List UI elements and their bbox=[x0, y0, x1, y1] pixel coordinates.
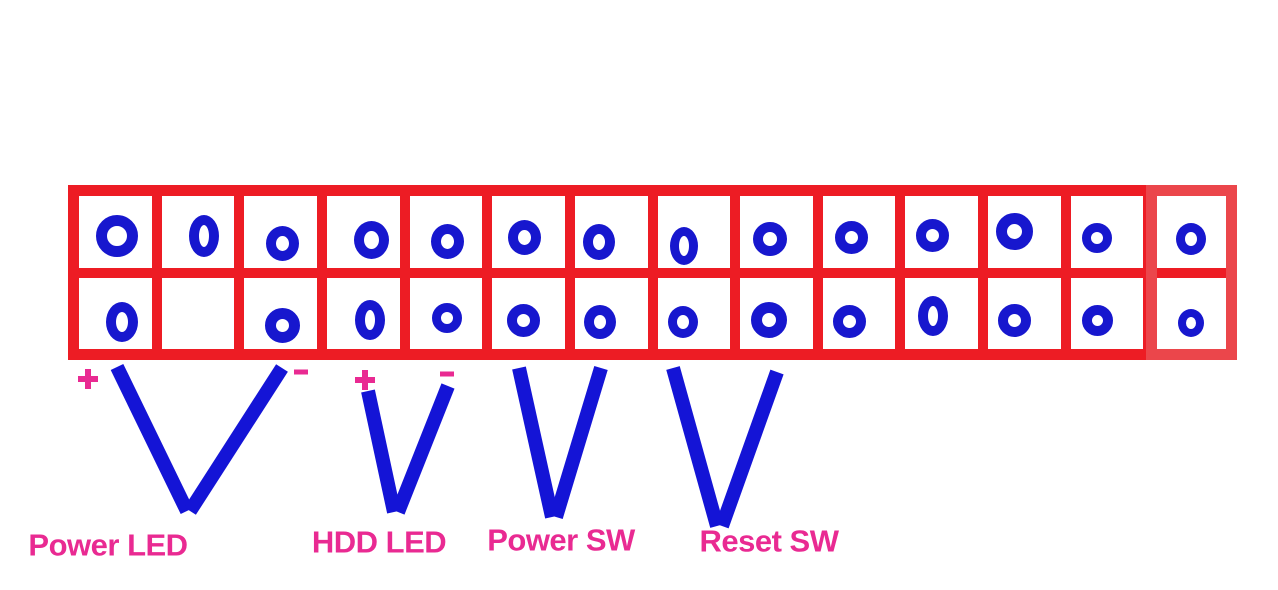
pin-cell bbox=[492, 277, 565, 349]
pin-hole-icon bbox=[583, 223, 616, 260]
pin-cell bbox=[574, 196, 648, 268]
pin-cell bbox=[657, 277, 731, 349]
pin-cell bbox=[409, 277, 483, 349]
pin-hole-icon bbox=[353, 220, 389, 259]
pin-cell bbox=[988, 196, 1061, 268]
pin-cell bbox=[905, 196, 979, 268]
pin-hole-icon bbox=[1081, 304, 1113, 336]
pin-hole-icon bbox=[997, 303, 1031, 337]
pin-cell bbox=[79, 196, 152, 268]
pin-cell bbox=[409, 196, 483, 268]
connector-wire bbox=[110, 363, 194, 515]
connector-label: HDD LED bbox=[311, 524, 447, 560]
pin-hole-icon bbox=[995, 213, 1033, 251]
pin-cell bbox=[905, 277, 979, 349]
connector-wire bbox=[512, 366, 559, 519]
pin-hole-icon bbox=[96, 214, 139, 257]
pin-cell bbox=[244, 196, 317, 268]
connector-label: Reset SW bbox=[699, 523, 839, 559]
connector-wire bbox=[715, 369, 784, 529]
pin-cell bbox=[822, 196, 896, 268]
pin-hole-icon bbox=[751, 302, 788, 339]
pin-hole-icon bbox=[508, 220, 542, 256]
pin-cell bbox=[1153, 277, 1226, 349]
pin-hole-icon bbox=[667, 306, 698, 339]
pin-hole-icon bbox=[266, 226, 300, 262]
pin-cell bbox=[988, 277, 1061, 349]
connector-label: Power LED bbox=[28, 527, 188, 563]
pin-cell bbox=[740, 196, 813, 268]
pin-cell bbox=[244, 277, 317, 349]
pin-cell bbox=[492, 196, 565, 268]
pin-hole-icon bbox=[188, 214, 219, 257]
pin-cell bbox=[1070, 277, 1144, 349]
pin-hole-icon bbox=[1177, 309, 1204, 338]
connector-wire bbox=[666, 366, 724, 528]
pin-cell bbox=[79, 277, 152, 349]
pin-header-grid bbox=[68, 185, 1237, 360]
pin-hole-icon bbox=[106, 302, 139, 343]
pin-hole-icon bbox=[584, 305, 617, 340]
connector-wire bbox=[391, 383, 455, 515]
pin-hole-icon bbox=[669, 226, 698, 265]
pin-cell bbox=[822, 277, 896, 349]
pin-cell bbox=[1153, 196, 1226, 268]
pin-cell bbox=[326, 277, 400, 349]
pin-hole-icon bbox=[265, 307, 301, 343]
pin-hole-icon bbox=[832, 304, 866, 338]
pin-cell bbox=[161, 196, 235, 268]
connector-wire bbox=[361, 389, 401, 514]
pin-cell bbox=[657, 196, 731, 268]
pin-hole-icon bbox=[431, 303, 462, 334]
pin-hole-icon bbox=[507, 303, 541, 337]
pin-hole-icon bbox=[917, 296, 948, 337]
pin-cell bbox=[740, 277, 813, 349]
pin-hole-icon bbox=[753, 221, 788, 256]
connector-label: Power SW bbox=[487, 522, 635, 558]
connector-wire bbox=[184, 364, 288, 515]
pin-hole-icon bbox=[834, 221, 868, 255]
connector-wire bbox=[549, 365, 608, 520]
pin-cell bbox=[1070, 196, 1144, 268]
pin-hole-icon bbox=[1082, 222, 1113, 253]
pin-hole-icon bbox=[431, 224, 465, 260]
pin-hole-icon bbox=[1175, 222, 1206, 255]
pin-hole-icon bbox=[355, 300, 386, 341]
pin-hole-icon bbox=[916, 219, 950, 253]
last-column-highlight-frame bbox=[1146, 185, 1237, 360]
pin-cell bbox=[326, 196, 400, 268]
empty-pin-cell bbox=[161, 277, 235, 349]
pin-cell bbox=[574, 277, 648, 349]
